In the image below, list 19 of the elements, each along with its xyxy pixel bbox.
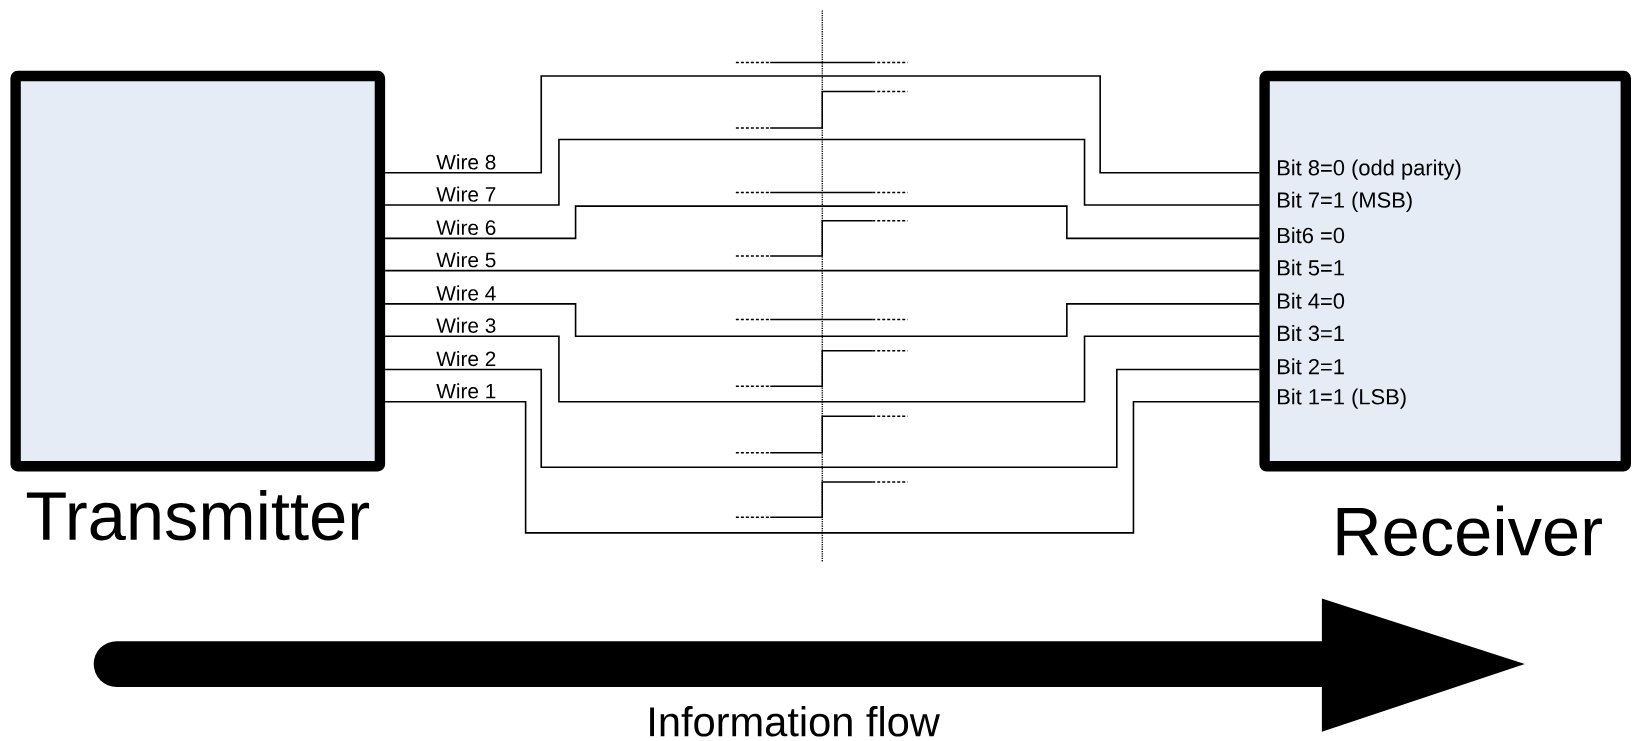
edge-label: Wire 4 (436, 285, 496, 301)
box-title: Receiver (1337, 505, 1602, 557)
edge-label: Wire 3 (436, 317, 496, 333)
edge-label: Wire 8 (436, 154, 496, 170)
wire-line (384, 368, 1261, 469)
wire-line (384, 335, 1261, 403)
wire-line (384, 205, 1261, 240)
edge-label: Wire 6 (436, 219, 496, 236)
box-title: Transmitter (26, 489, 370, 541)
wire-line (384, 303, 1261, 337)
edge-label: Wire 1 (436, 383, 496, 399)
wire-line (384, 75, 1261, 174)
arrow-caption: Information flow (650, 706, 940, 737)
edge-label: Wire 2 (436, 350, 496, 367)
edge-label: Wire 7 (436, 186, 496, 202)
edge-label: Wire 5 (436, 252, 496, 268)
wire-line (384, 138, 1261, 206)
wire-line (384, 269, 1261, 272)
wire-line (384, 400, 1261, 534)
